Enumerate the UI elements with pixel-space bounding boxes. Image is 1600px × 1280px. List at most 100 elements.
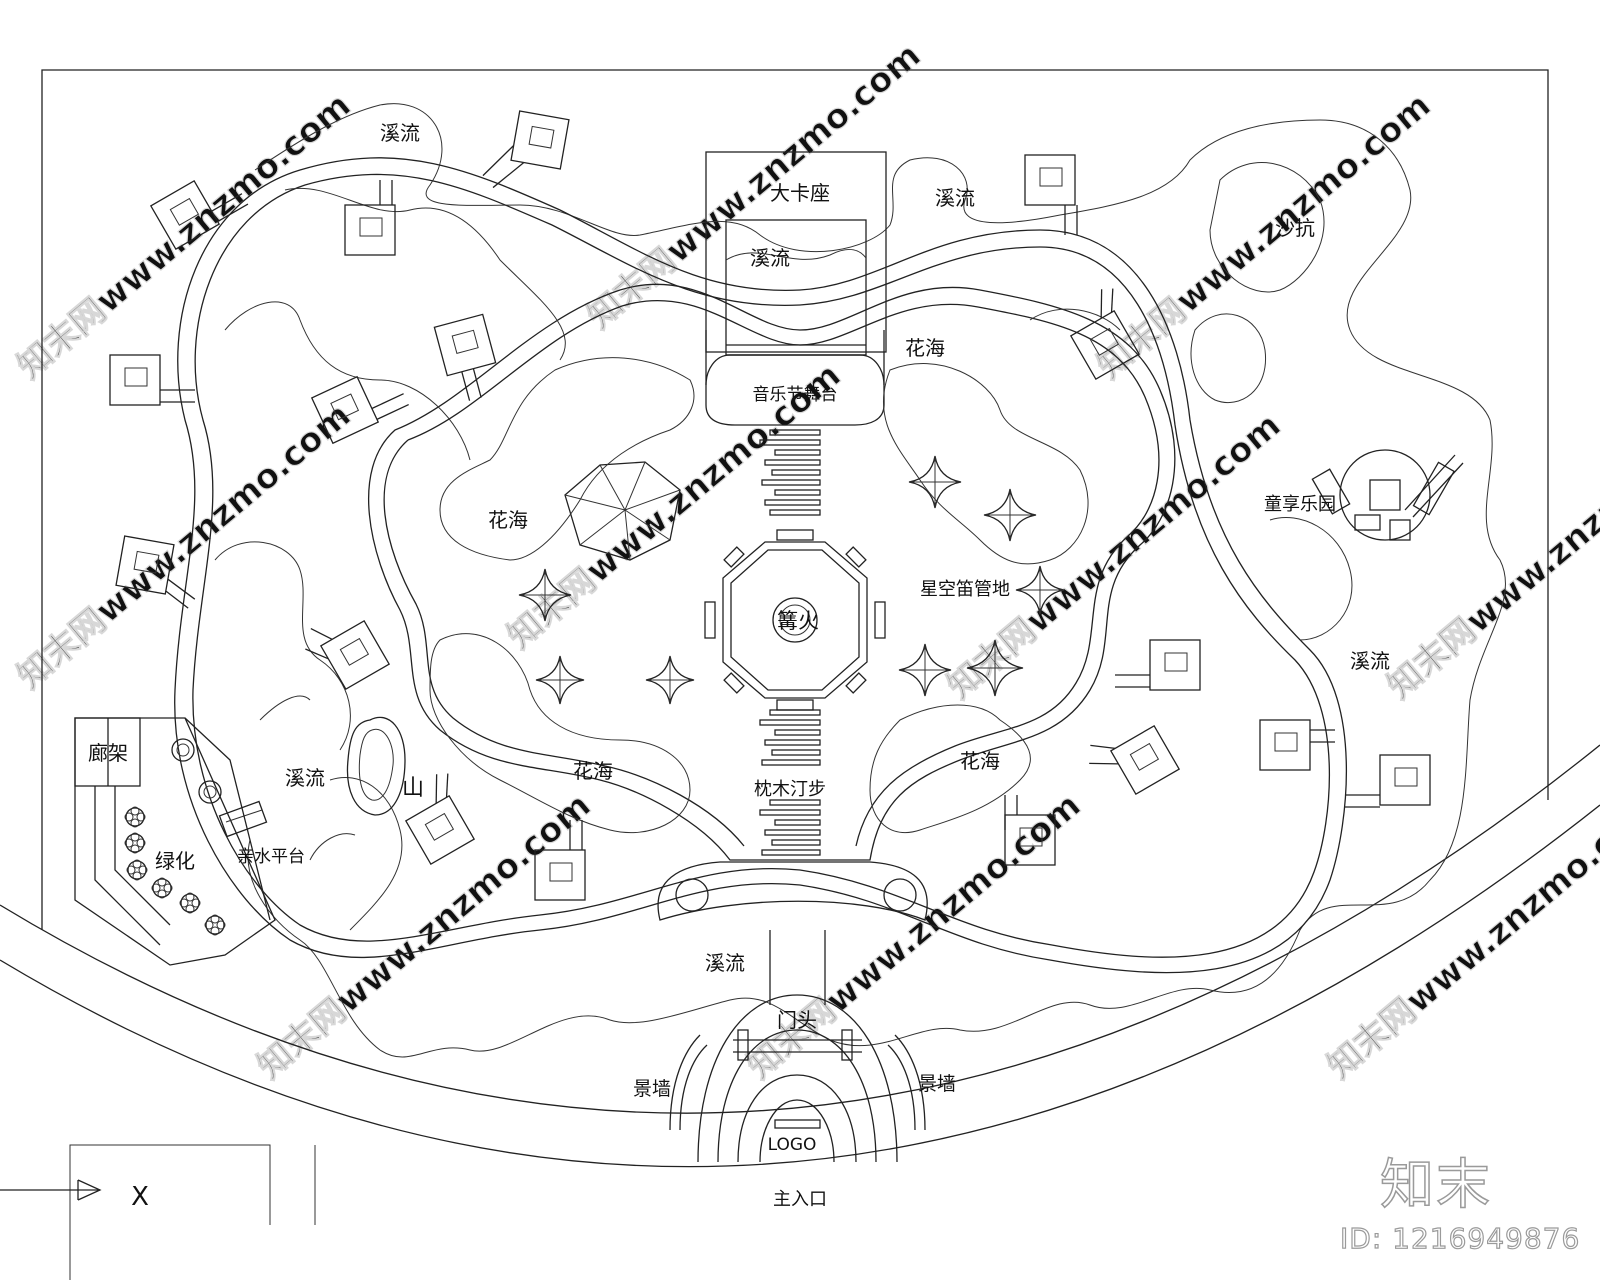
sleeper-plank <box>769 509 821 516</box>
label-stream: 溪流 <box>285 766 325 790</box>
pavilion <box>149 179 249 251</box>
pavilion <box>344 180 396 256</box>
sleeper-plank <box>761 759 821 766</box>
sleeper-plank <box>759 439 821 446</box>
star-sail <box>518 568 572 622</box>
pavilion <box>115 535 196 609</box>
sleeper-plank <box>764 829 821 836</box>
label-music-stage: 音乐节舞台 <box>753 385 838 405</box>
rockery <box>346 716 406 816</box>
tree-symbol <box>124 832 146 854</box>
pavilion <box>1115 639 1201 691</box>
gallery-area <box>74 717 276 966</box>
pavilion <box>534 820 586 901</box>
star-sail <box>535 655 585 705</box>
star-sail <box>1015 565 1065 615</box>
label-bonfire: 篝火 <box>777 609 819 633</box>
pavilion <box>1004 795 1056 866</box>
label-flower-sea: 花海 <box>573 759 613 783</box>
sleeper-plank <box>774 489 821 496</box>
label-stream: 溪流 <box>750 246 790 270</box>
sleeper-plank <box>769 429 821 436</box>
label-mountain: 山 <box>402 776 424 801</box>
flower-beds <box>429 357 1089 834</box>
label-main-entrance: 主入口 <box>773 1189 827 1210</box>
sleeper-plank <box>759 809 821 816</box>
pavilion <box>310 375 409 445</box>
watermark: 知末网www.znzmo.com <box>1090 85 1439 387</box>
star-sail <box>908 455 962 509</box>
sleeper-plank <box>764 459 821 466</box>
pavilion <box>1259 719 1335 771</box>
pavilion <box>433 313 497 401</box>
axis-label: X <box>131 1182 149 1212</box>
bonfire-platform <box>704 529 886 711</box>
image-id: ID: 1216949876 <box>1339 1221 1581 1255</box>
watermark: 知末网www.znzmo.com <box>1320 785 1600 1087</box>
label-gallery: 廊架 <box>88 741 128 765</box>
pavilion <box>1089 724 1181 796</box>
label-kids-park: 童享乐园 <box>1264 494 1336 515</box>
label-sandpit: 沙抗 <box>1275 216 1315 240</box>
pavilion <box>404 773 476 866</box>
sleeper-plank <box>774 449 821 456</box>
label-stream: 溪流 <box>935 186 975 210</box>
label-logo: LOGO <box>768 1135 817 1155</box>
sleeper-steps <box>759 429 821 856</box>
sleeper-plank <box>769 799 821 806</box>
sleeper-plank <box>774 819 821 826</box>
star-sails <box>518 455 1065 705</box>
sleeper-plank <box>771 839 821 846</box>
label-gate: 门头 <box>777 1008 817 1032</box>
sleeper-plank <box>761 479 821 486</box>
label-stream: 溪流 <box>1350 649 1390 673</box>
pavilion <box>482 110 570 189</box>
axis-marker <box>0 1179 102 1201</box>
sleeper-plank <box>771 749 821 756</box>
label-feature-wall: 景墙 <box>918 1073 956 1095</box>
watermark: 知末网www.znzmo.com <box>10 85 359 387</box>
site-boundary <box>0 69 1600 1280</box>
pavilion <box>1345 754 1431 808</box>
label-starry-field: 星空笛管地 <box>920 579 1010 600</box>
pavilion <box>109 354 195 406</box>
pavilion-units <box>109 110 1431 901</box>
sleeper-plank <box>774 729 821 736</box>
star-sail <box>645 655 695 705</box>
label-flower-sea: 花海 <box>960 749 1000 773</box>
inner-stream <box>214 162 1353 931</box>
label-sleeper-steps: 枕木汀步 <box>754 779 826 800</box>
sleeper-plank <box>761 849 821 856</box>
watermark: 知末网www.znzmo.com <box>10 395 359 697</box>
label-flower-sea: 花海 <box>488 508 528 532</box>
tree-symbol <box>151 877 173 899</box>
sleeper-plank <box>764 739 821 746</box>
sleeper-plank <box>771 469 821 476</box>
star-sail <box>983 488 1037 542</box>
label-flower-sea: 花海 <box>905 336 945 360</box>
sleeper-plank <box>769 709 821 716</box>
watermark: 知末网www.znzmo.com <box>580 35 929 337</box>
label-stream: 溪流 <box>380 121 420 145</box>
tree-symbol <box>124 806 146 828</box>
pavilion <box>1069 288 1141 381</box>
labels: 溪流 大卡座 溪流 溪流 沙抗 花海 音乐节舞台 花海 星空笛管地 篝火 童享乐… <box>88 121 1390 1212</box>
outer-stream <box>247 103 1506 1058</box>
pavilion <box>1024 154 1078 235</box>
tree-symbols <box>124 806 226 936</box>
star-sail <box>966 639 1024 697</box>
sleeper-plank <box>764 499 821 506</box>
label-water-platform: 亲水平台 <box>237 847 305 867</box>
star-sail <box>898 643 952 697</box>
watermark: 知末网www.znzmo.com <box>1380 405 1600 707</box>
entrance-plaza <box>657 861 928 1163</box>
label-greenery: 绿化 <box>155 849 195 873</box>
sleeper-plank <box>759 719 821 726</box>
label-big-booth: 大卡座 <box>770 181 830 205</box>
loop-path <box>174 157 1347 974</box>
pavilion <box>305 619 391 691</box>
tree-symbol <box>179 892 201 914</box>
label-feature-wall: 景墙 <box>633 1078 671 1100</box>
label-stream: 溪流 <box>705 951 745 975</box>
